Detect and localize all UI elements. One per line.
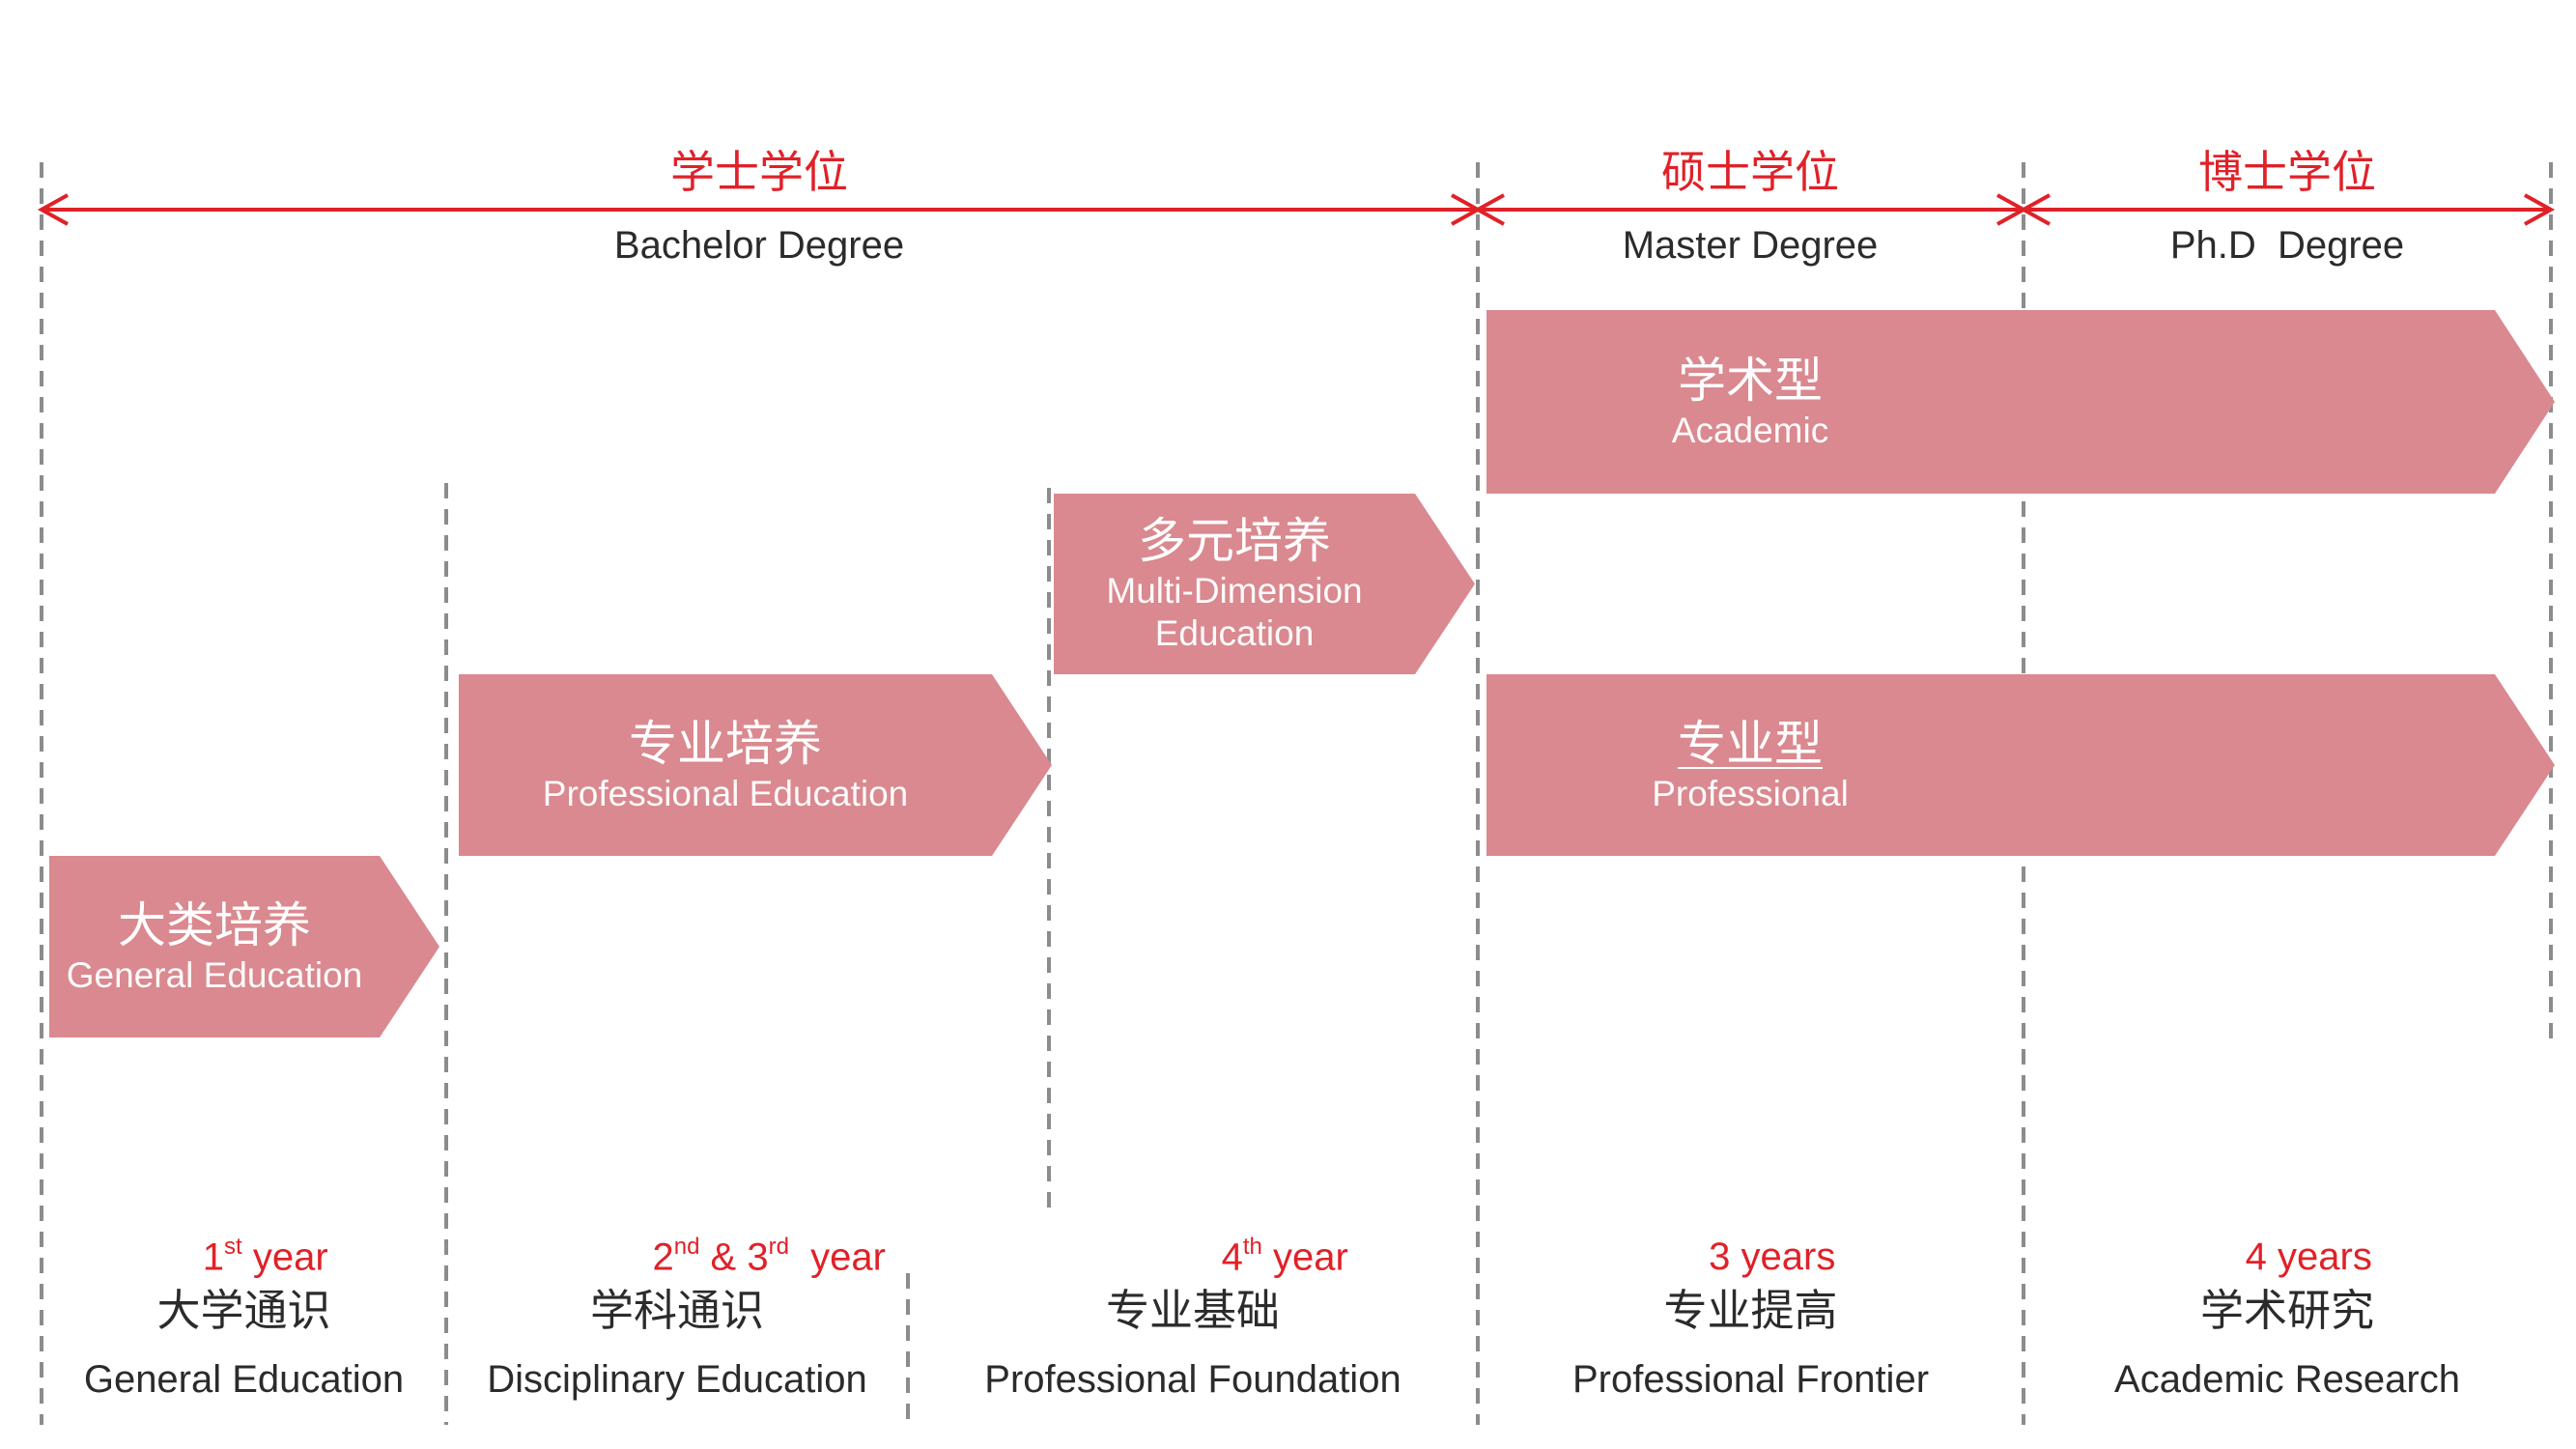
arrowhead-right [2524, 193, 2556, 226]
banner-general-education-zh: 大类培养 [118, 897, 311, 952]
year-sup: th [1242, 1233, 1262, 1260]
stage-general-education-zh: 大学通识 [156, 1286, 331, 1335]
year-text: year [241, 1236, 328, 1279]
banner-multi-dimension-en: Multi-Dimension Education [1106, 571, 1363, 653]
year-text: 2 [652, 1236, 674, 1279]
degree-title-phd-zh: 博士学位 [2198, 147, 2376, 197]
year-sup: rd [768, 1233, 789, 1260]
year-label-4-years: 4 years [2024, 1192, 2551, 1322]
banner-multi-dimension-text: 多元培养 Multi-Dimension Education [1054, 494, 1415, 674]
year-label-4th: 4th year [1049, 1192, 1478, 1322]
degree-title-bachelor-en: Bachelor Degree [613, 224, 905, 267]
year-text: & 3 [699, 1236, 769, 1279]
banner-professional-education-zh: 专业培养 [629, 716, 822, 771]
year-text: 1 [202, 1236, 225, 1279]
stage-professional-frontier-zh: 专业提高 [1663, 1286, 1838, 1335]
stage-disciplinary-education-en: Disciplinary Education [487, 1358, 867, 1401]
banner-general-education-text: 大类培养 General Education [49, 856, 380, 1037]
year-label-2nd-3rd: 2nd & 3rd year [446, 1192, 1049, 1322]
arrowhead-master-start [1473, 193, 1505, 226]
banner-academic-text: 学术型 Academic [1486, 310, 2014, 494]
year-label-1st: 1st year [42, 1192, 446, 1322]
banner-professional-text: 专业型 Professional [1486, 674, 2014, 856]
stage-professional-foundation-zh: 专业基础 [1105, 1286, 1280, 1335]
timeline-arrow [37, 193, 2556, 226]
year-sup: nd [673, 1233, 700, 1260]
year-text: 3 years [1709, 1236, 1836, 1278]
stage-professional-frontier-en: Professional Frontier [1571, 1358, 1930, 1401]
stage-disciplinary-education-zh: 学科通识 [589, 1286, 764, 1335]
degree-title-phd-en: Ph.D Degree [2169, 224, 2405, 267]
stage-academic-research-zh: 学术研究 [2199, 1286, 2374, 1335]
year-sup: st [224, 1233, 242, 1260]
banner-academic-zh: 学术型 [1678, 353, 1823, 408]
banner-general-education: 大类培养 General Education [49, 856, 439, 1037]
arrowhead-left [37, 193, 69, 226]
stage-professional-foundation-en: Professional Foundation [984, 1358, 1401, 1401]
stage-academic-research-en: Academic Research [2114, 1358, 2460, 1401]
year-label-3-years: 3 years [1478, 1192, 2024, 1322]
banner-academic: 学术型 Academic [1486, 310, 2555, 494]
banner-professional-education-en: Professional Education [542, 773, 909, 813]
year-text: 4 [1221, 1236, 1243, 1279]
banner-multi-dimension: 多元培养 Multi-Dimension Education [1054, 494, 1475, 674]
year-text: year [1261, 1236, 1348, 1279]
banner-general-education-en: General Education [66, 954, 363, 995]
degree-title-master-zh: 硕士学位 [1661, 147, 1839, 197]
banner-professional-education-text: 专业培养 Professional Education [459, 674, 992, 856]
banner-multi-dimension-zh: 多元培养 [1138, 514, 1331, 569]
arrowhead-phd-start [2019, 193, 2051, 226]
year-text: 4 years [2245, 1236, 2372, 1278]
degree-title-master-en: Master Degree [1622, 224, 1879, 267]
banner-professional-zh: 专业型 [1678, 716, 1823, 771]
degree-title-bachelor-zh: 学士学位 [670, 147, 848, 197]
year-text: year [788, 1236, 886, 1279]
stage-general-education-en: General Education [83, 1358, 405, 1401]
banner-professional-en: Professional [1652, 773, 1849, 813]
banner-academic-en: Academic [1671, 410, 1829, 450]
banner-professional-education: 专业培养 Professional Education [459, 674, 1052, 856]
banner-professional: 专业型 Professional [1486, 674, 2555, 856]
